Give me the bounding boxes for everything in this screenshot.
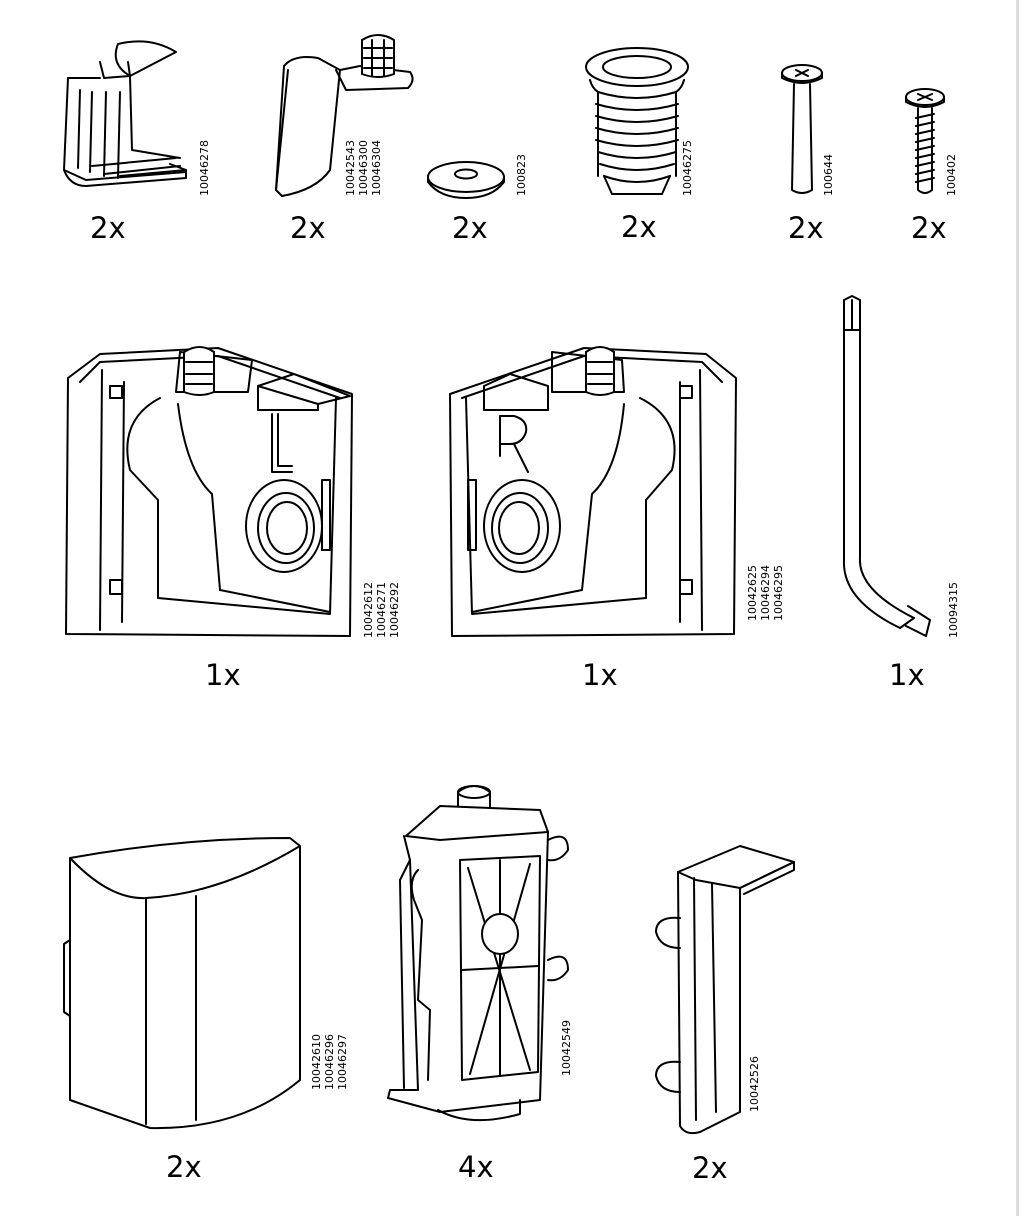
allen-key-illustration: [844, 296, 930, 636]
part-code-list: 10042549: [560, 1020, 573, 1076]
part-code: 10046294: [759, 565, 772, 621]
part-code-list: 100644: [822, 154, 835, 196]
washer-illustration: [428, 162, 504, 198]
part-code-list: 10042543 10046300 10046304: [344, 140, 383, 196]
quantity-label: 1x: [205, 658, 241, 692]
part-code: 10042543: [344, 140, 357, 196]
part-code: 10046300: [357, 140, 370, 196]
quantity-label: 2x: [788, 211, 824, 245]
bracket-with-dowel-illustration: [276, 35, 413, 196]
quantity-label: 2x: [290, 211, 326, 245]
part-code-list: 10042610 10046296 10046297: [310, 1034, 349, 1090]
part-code: 10046275: [681, 140, 694, 196]
part-code-list: 10046278: [198, 140, 211, 196]
part-code-list: 100823: [515, 154, 528, 196]
part-code: 10042612: [362, 582, 375, 638]
adjustable-foot-illustration: [388, 786, 568, 1120]
part-code: 10042526: [748, 1056, 761, 1112]
quantity-label: 2x: [621, 210, 657, 244]
part-code: 10046271: [375, 582, 388, 638]
part-code: 10046278: [198, 140, 211, 196]
long-bolt-illustration: [782, 65, 822, 193]
quantity-label: 2x: [452, 211, 488, 245]
page-edge-line: [1016, 0, 1019, 1216]
corner-bracket-left-illustration: [66, 347, 352, 636]
quantity-label: 4x: [458, 1150, 494, 1184]
short-screw-illustration: [906, 89, 944, 193]
part-code: 10094315: [947, 582, 960, 638]
corner-bracket-right-illustration: [450, 347, 736, 636]
part-code: 10042610: [310, 1034, 323, 1090]
part-code: 10046297: [336, 1034, 349, 1090]
quantity-label: 2x: [911, 211, 947, 245]
quantity-label: 2x: [166, 1150, 202, 1184]
part-code-list: 100402: [945, 154, 958, 196]
part-code: 100402: [945, 154, 958, 196]
quantity-label: 2x: [692, 1151, 728, 1185]
part-code: 10042625: [746, 565, 759, 621]
quantity-label: 1x: [889, 658, 925, 692]
part-code: 10046296: [323, 1034, 336, 1090]
part-code-list: 10042526: [748, 1056, 761, 1112]
part-code: 10046295: [772, 565, 785, 621]
part-code-list: 10046275: [681, 140, 694, 196]
quantity-label: 2x: [90, 211, 126, 245]
part-code-list: 10042625 10046294 10046295: [746, 565, 785, 621]
edge-clip-illustration: [656, 846, 794, 1133]
part-code: 10046292: [388, 582, 401, 638]
part-code-list: 10042612 10046271 10046292: [362, 582, 401, 638]
quantity-label: 1x: [582, 658, 618, 692]
part-code-list: 10094315: [947, 582, 960, 638]
corner-cap-illustration: [64, 838, 300, 1128]
part-code: 10042549: [560, 1020, 573, 1076]
part-code: 100823: [515, 154, 528, 196]
shelf-support-clip-illustration: [64, 41, 186, 186]
part-code: 100644: [822, 154, 835, 196]
ribbed-plastic-plug-illustration: [586, 48, 688, 194]
part-code: 10046304: [370, 140, 383, 196]
